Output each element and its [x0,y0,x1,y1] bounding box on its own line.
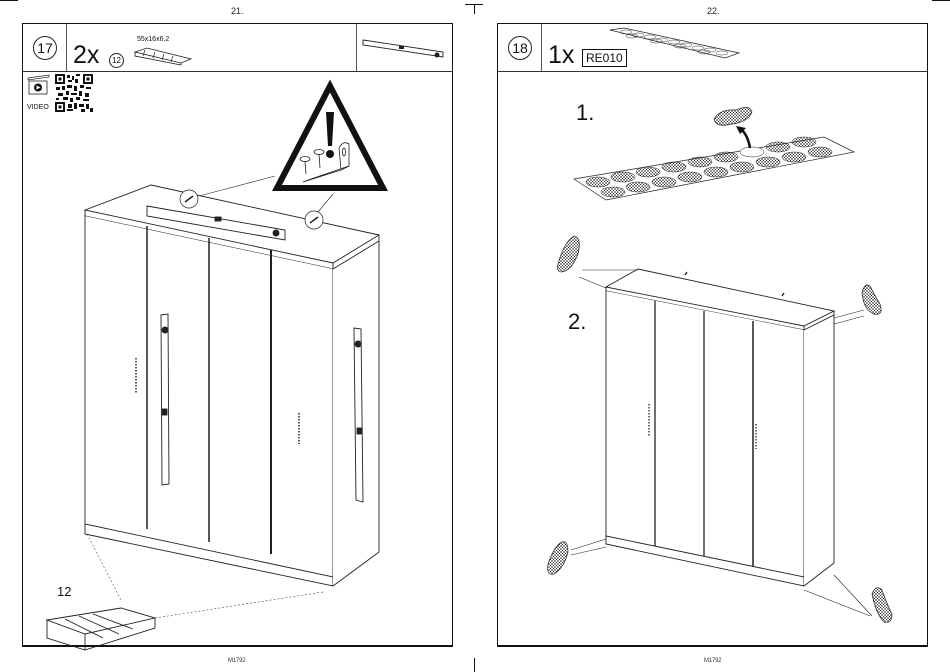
step-number: 17 [33,36,57,60]
step-number: 18 [508,36,532,60]
part-number: 12 [109,53,124,68]
video-label: VIDEO [27,104,49,111]
felt-pad-icon [547,541,569,575]
wedge-shim-icon [45,607,157,651]
step-header: 18 1x RE010 [498,24,927,72]
tool-cell [356,24,452,71]
felt-pad-icon [871,587,893,623]
instruction-page-22: 18 1x RE010 1. 2. [497,23,928,647]
crop-mark [0,0,18,1]
spirit-level-icon [362,39,444,58]
step-number-cell: 17 [23,24,67,71]
felt-pad-illustration [547,107,893,623]
document-code: M1792 [704,658,722,664]
warning-triangle-icon [272,79,388,191]
page-number: 21. [231,6,244,16]
screw-icon [299,149,325,175]
removed-pad-slot [739,146,765,158]
felt-pad-icon [861,284,882,315]
felt-pad-icon [557,235,580,273]
part-quantity: 1x [548,41,575,69]
peel-arrow-icon [741,129,752,149]
substep-1-label: 1. [576,100,595,125]
instruction-page-21: 17 2x 12 55x16x6,2 VIDEO [22,23,453,651]
step-header: 17 2x 12 55x16x6,2 [23,24,452,72]
wedge-shim-icon [133,47,193,66]
crop-mark [474,4,475,14]
callout-part-label: 12 [57,584,72,599]
page-number: 22. [707,6,720,16]
substep-2-label: 2. [568,309,587,334]
angle-bracket-icon [302,142,350,183]
crop-mark [474,658,475,672]
part-dimensions: 55x16x6,2 [137,36,170,43]
felt-pad-icon [713,107,753,126]
document-code: M1792 [228,658,246,664]
part-code: RE010 [582,49,627,67]
qr-code-icon[interactable] [55,74,93,112]
part-quantity: 2x [73,41,100,69]
felt-pad-sheet-icon [609,27,741,59]
wardrobe-illustration [45,175,381,651]
step-number-cell: 18 [498,24,542,71]
video-clapper-icon [27,74,50,95]
crop-mark [932,0,950,1]
